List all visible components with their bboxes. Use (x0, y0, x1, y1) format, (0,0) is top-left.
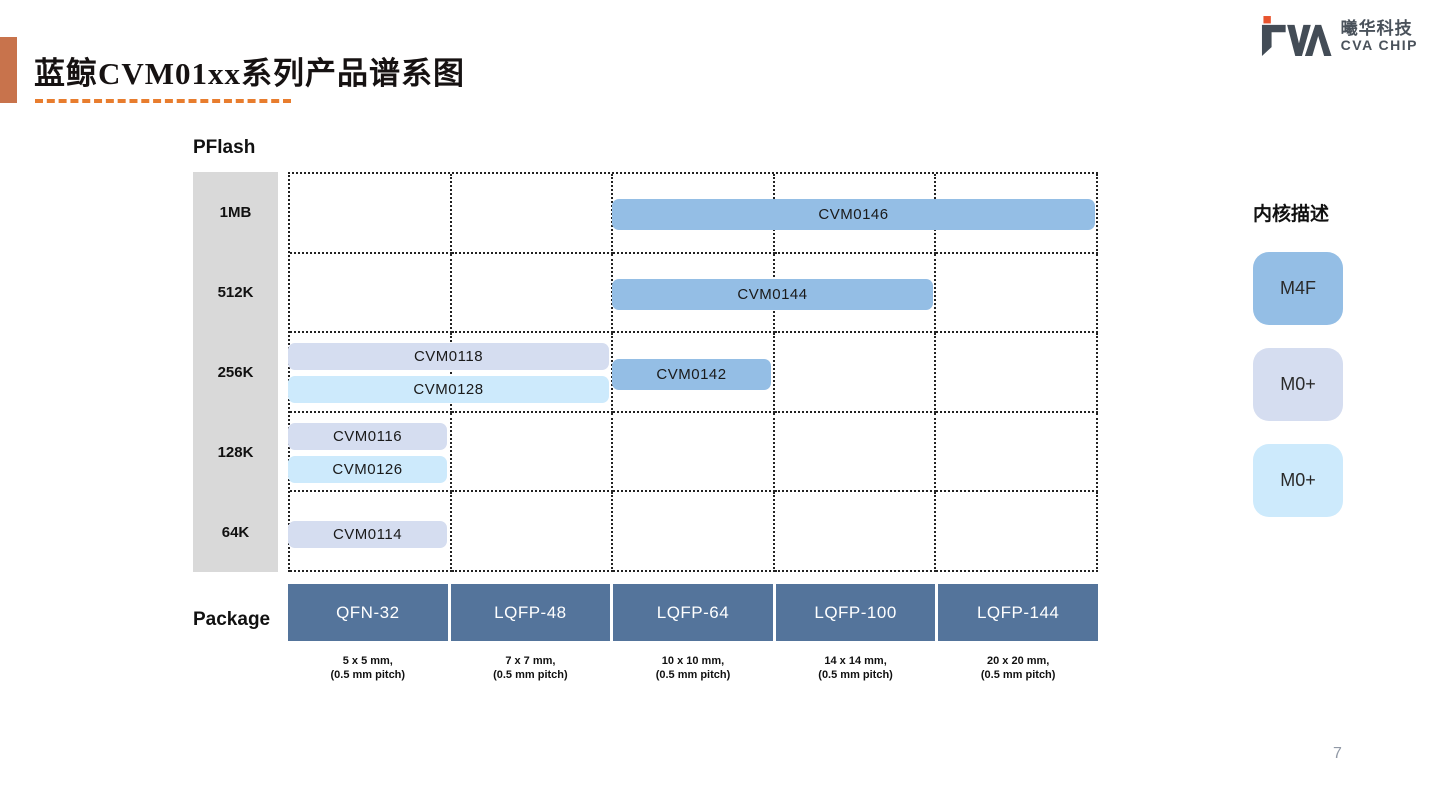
package-cell-lqfp-48: LQFP-48 (450, 584, 611, 641)
grid-cell (290, 492, 452, 572)
logo-text: 曦华科技 CVA CHIP (1340, 18, 1418, 53)
package-dimensions: 10 x 10 mm,(0.5 mm pitch) (655, 655, 731, 681)
product-bar-cvm0142: CVM0142 (612, 359, 771, 390)
title-underline (35, 99, 291, 103)
package-cell-lqfp-144: LQFP-144 (938, 584, 1098, 641)
x-axis-title: Package (193, 609, 271, 630)
grid-cell (936, 333, 1098, 413)
legend-title: 内核描述 (1253, 204, 1330, 225)
package-cell-qfn-32: QFN-32 (288, 584, 448, 641)
logo-company-en: CVA CHIP (1340, 36, 1418, 53)
page-number: 7 (1333, 745, 1342, 762)
grid-cell (613, 333, 775, 413)
package-dimensions: 14 x 14 mm,(0.5 mm pitch) (818, 655, 893, 681)
grid-cell (290, 253, 452, 334)
y-axis-labels-column: 1MB 512K 256K 128K 64K (193, 172, 278, 572)
package-cell-lqfp-100: LQFP-100 (775, 584, 936, 641)
grid-cell (451, 492, 614, 572)
grid-cell (290, 174, 452, 254)
product-bar-cvm0128: CVM0128 (288, 376, 609, 403)
product-bar-cvm0126: CVM0126 (288, 456, 447, 483)
accent-bar (0, 37, 17, 103)
product-bar-cvm0114: CVM0114 (288, 521, 447, 548)
grid-cell (451, 412, 614, 493)
product-bar-cvm0144: CVM0144 (612, 279, 933, 310)
package-dimensions-row: 5 x 5 mm,(0.5 mm pitch) 7 x 7 mm,(0.5 mm … (288, 654, 1098, 682)
legend-item-m0p_light: M0+ (1253, 348, 1343, 421)
package-dimensions: 7 x 7 mm,(0.5 mm pitch) (493, 655, 568, 681)
product-bar-cvm0116: CVM0116 (288, 423, 447, 450)
page-title: 蓝鲸CVM01xx系列产品谱系图 (34, 56, 466, 91)
product-bar-cvm0118: CVM0118 (288, 343, 609, 370)
legend-item-m4f: M4F (1253, 252, 1343, 325)
y-axis-title: PFlash (193, 137, 256, 158)
company-logo: 曦华科技 CVA CHIP (1259, 16, 1418, 56)
product-grid (288, 172, 1098, 572)
grid-cell (936, 253, 1098, 334)
flash-size-label: 128K (217, 443, 254, 461)
flash-size-label: 512K (217, 283, 254, 301)
package-cell-lqfp-64: LQFP-64 (613, 584, 773, 641)
grid-cell (936, 174, 1098, 254)
grid-cell (290, 412, 452, 493)
grid-cell (936, 492, 1098, 572)
logo-company-cn: 曦华科技 (1340, 18, 1413, 38)
package-dimensions: 5 x 5 mm,(0.5 mm pitch) (330, 655, 406, 681)
flash-size-label: 256K (217, 363, 254, 381)
grid-cell (774, 492, 937, 572)
grid-cell (774, 333, 937, 413)
legend-item-m0p_cyan: M0+ (1253, 444, 1343, 517)
grid-cell (936, 412, 1098, 493)
grid-cell (774, 412, 937, 493)
product-bar-cvm0146: CVM0146 (612, 199, 1095, 230)
flash-size-label: 1MB (219, 203, 252, 221)
grid-cell (613, 412, 775, 493)
cva-logo-icon (1259, 16, 1333, 56)
flash-size-label: 64K (221, 523, 250, 541)
package-dimensions: 20 x 20 mm,(0.5 mm pitch) (980, 655, 1056, 681)
grid-cell (290, 333, 452, 413)
grid-cell (613, 492, 775, 572)
grid-cell (774, 253, 937, 334)
